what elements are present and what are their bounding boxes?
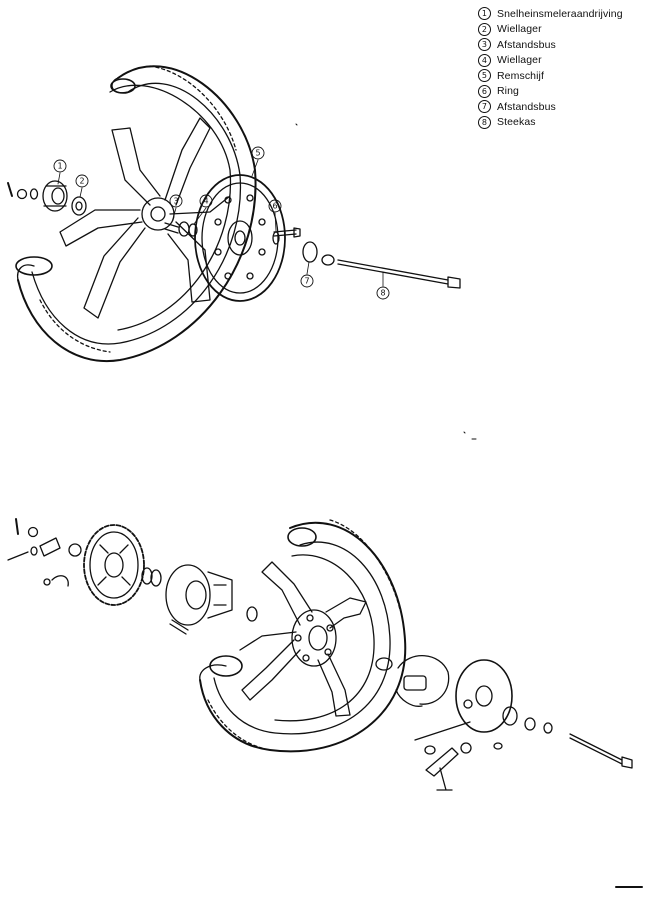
legend-item: 1 Snelheinsmeleraandrijving — [478, 6, 623, 22]
legend-number: 3 — [478, 38, 491, 52]
brake-shoes — [395, 655, 450, 707]
legend-item: 5 Remschijf — [478, 68, 623, 84]
panel-collar — [502, 706, 518, 726]
legend-item: 6 Ring — [478, 84, 623, 100]
rear-collar — [68, 543, 82, 557]
rear-hub — [291, 609, 337, 667]
rear-sprocket — [83, 524, 145, 606]
callout-7: 7 — [300, 261, 314, 288]
legend-label: Wiellager — [497, 54, 542, 67]
legend-number: 4 — [478, 53, 491, 67]
svg-text:6: 6 — [272, 202, 277, 211]
part-4-wheel-bearing — [178, 221, 198, 237]
snap-ring — [51, 575, 69, 587]
part-1-speedo-drive — [42, 180, 68, 212]
svg-text:8: 8 — [380, 289, 385, 298]
legend-label: Afstandsbus — [497, 100, 556, 113]
part-6-ring — [272, 231, 280, 245]
svg-text:3: 3 — [173, 197, 178, 206]
front-wheel-assembly — [7, 65, 461, 363]
rear-cotter-pin — [15, 518, 19, 535]
legend-number: 7 — [478, 100, 491, 114]
legend-item: 3 Afstandsbus — [478, 37, 623, 53]
front-callouts: 1 2 3 4 5 6 7 8 — [53, 146, 390, 300]
part-8-axle — [337, 259, 461, 289]
legend-item: 8 Steekas — [478, 115, 623, 131]
callout-5: 5 — [251, 146, 265, 177]
legend-number: 1 — [478, 7, 491, 21]
callout-3: 3 — [169, 194, 183, 223]
carrier-bolt — [169, 619, 189, 635]
part-2-wheel-bearing — [71, 196, 87, 216]
svg-text:5: 5 — [255, 149, 260, 158]
legend-item: 4 Wiellager — [478, 53, 623, 69]
front-hub — [141, 197, 175, 231]
rear-bearing — [246, 606, 258, 622]
legend-number: 2 — [478, 22, 491, 36]
part-5-brake-disc — [194, 174, 286, 302]
rear-spokes — [239, 561, 367, 717]
part-7-spacer — [302, 241, 335, 266]
front-spokes — [59, 117, 231, 319]
rear-axle-nut — [27, 526, 39, 538]
rear-spacer — [375, 657, 393, 671]
legend-label: Ring — [497, 85, 519, 98]
legend-label: Snelheinsmeleraandrijving — [497, 7, 623, 20]
brake-arm — [414, 721, 472, 791]
legend-number: 5 — [478, 69, 491, 83]
rear-wheel-assembly — [7, 518, 633, 791]
legend-label: Steekas — [497, 116, 536, 129]
callout-1: 1 — [53, 159, 67, 185]
legend-label: Wiellager — [497, 23, 542, 36]
arm-washer — [424, 745, 436, 755]
legend-label: Afstandsbus — [497, 38, 556, 51]
front-tyre — [15, 65, 257, 363]
callout-2: 2 — [75, 174, 89, 198]
rear-tyre — [199, 519, 407, 753]
part-3-spacer — [164, 222, 179, 234]
front-axle-nut — [16, 188, 28, 200]
svg-text:1: 1 — [57, 162, 62, 171]
adjuster-bolt — [7, 551, 29, 561]
brake-panel — [455, 659, 513, 733]
carrier-bearing — [141, 567, 162, 587]
disc-bolt — [273, 227, 301, 238]
svg-text:7: 7 — [304, 277, 309, 286]
front-cotter-pin — [7, 182, 13, 197]
scan-speck — [295, 123, 477, 440]
legend-item: 7 Afstandsbus — [478, 99, 623, 115]
callout-8: 8 — [376, 271, 390, 300]
callout-4: 4 — [193, 194, 213, 225]
legend-label: Remschijf — [497, 69, 544, 82]
legend-number: 6 — [478, 84, 491, 98]
front-washer — [29, 188, 39, 200]
sprocket-carrier — [165, 564, 233, 626]
svg-text:4: 4 — [203, 197, 208, 206]
svg-text:2: 2 — [79, 177, 84, 186]
rear-axle-parts — [524, 717, 633, 769]
callout-6: 6 — [268, 199, 282, 232]
legend-item: 2 Wiellager — [478, 22, 623, 38]
legend-number: 8 — [478, 115, 491, 129]
chain-adjuster — [39, 537, 61, 557]
